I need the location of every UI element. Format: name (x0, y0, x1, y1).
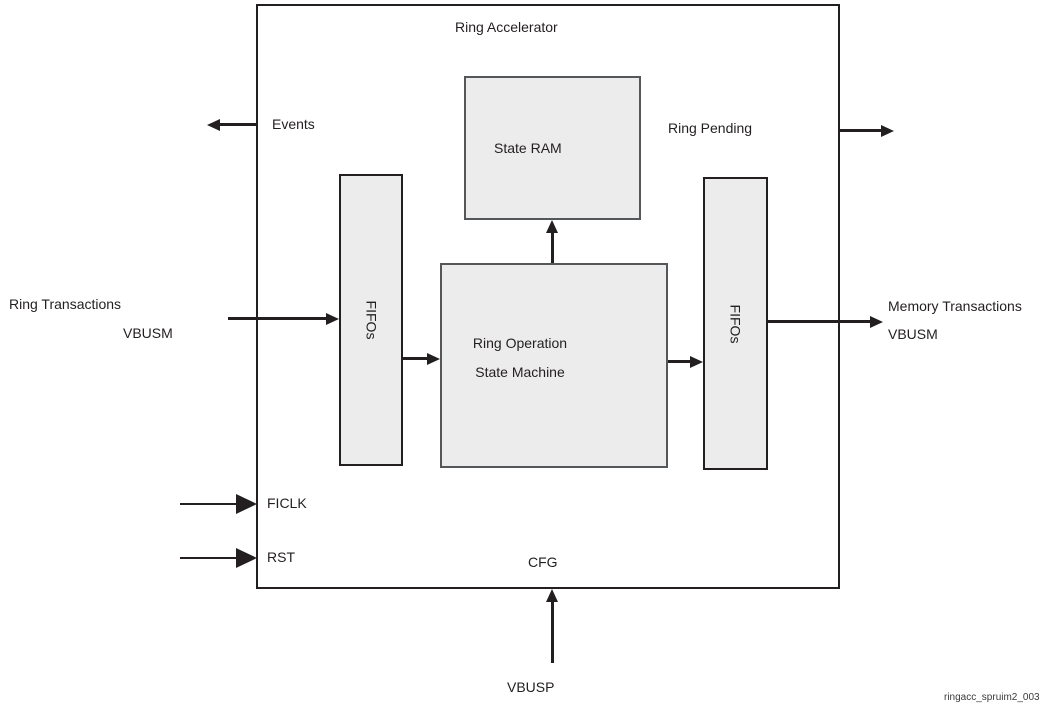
ring-operation-state-machine-label: Ring Operation State Machine (445, 329, 595, 387)
fifo-to-rosm-arrow-right-icon (427, 353, 440, 365)
figure-caption: ringacc_spruim2_003 (944, 692, 1040, 703)
memory-transactions-arrow-line (768, 320, 871, 323)
rosm-to-stateram-arrow-up-icon (546, 220, 558, 233)
state-ram-block: State RAM (464, 76, 641, 220)
fifo-left-label: FIFOs (362, 300, 379, 340)
fifo-left-block: FIFOs (339, 174, 403, 466)
rosm-to-fifo-arrow-line (668, 360, 691, 363)
diagram-title: Ring Accelerator (455, 19, 558, 35)
ring-transactions-arrow-right-icon (326, 313, 339, 325)
events-arrow-left-icon (207, 119, 220, 131)
rst-label: RST (267, 549, 295, 565)
memory-transactions-arrow-right-icon (870, 316, 883, 328)
memory-transactions-bus-label: VBUSM (888, 326, 938, 342)
vbusp-label: VBUSP (507, 679, 555, 695)
ring-pending-label: Ring Pending (668, 120, 753, 136)
events-label: Events (272, 116, 315, 132)
ficlk-arrow-line (180, 503, 237, 505)
ring-pending-arrow-line (840, 129, 882, 132)
fifo-right-label: FIFOs (727, 304, 744, 343)
ring-operation-label-line2: State Machine (475, 364, 565, 380)
ring-operation-state-machine-block (440, 263, 668, 468)
ring-transactions-label: Ring Transactions (9, 296, 122, 312)
memory-transactions-label: Memory Transactions (888, 298, 1022, 314)
vbusp-arrow-up-icon (546, 589, 558, 602)
ficlk-label: FICLK (267, 495, 307, 511)
ring-transactions-bus-label: VBUSM (123, 325, 173, 341)
rosm-to-fifo-arrow-right-icon (690, 356, 703, 368)
rst-arrow-right-icon (236, 548, 257, 568)
fifo-right-block: FIFOs (703, 177, 768, 470)
fifo-to-rosm-arrow-line (403, 357, 428, 360)
cfg-label: CFG (528, 554, 558, 570)
ring-transactions-arrow-line (228, 317, 327, 320)
rosm-to-stateram-arrow-line (551, 232, 554, 263)
events-arrow-line (220, 123, 258, 126)
ring-accelerator-enclosure (256, 4, 840, 589)
state-ram-label: State RAM (494, 140, 562, 156)
vbusp-arrow-line (551, 601, 554, 663)
ring-operation-label-line1: Ring Operation (472, 335, 568, 351)
ficlk-arrow-right-icon (236, 494, 257, 514)
rst-arrow-line (180, 557, 237, 559)
ring-pending-arrow-right-icon (881, 125, 894, 137)
